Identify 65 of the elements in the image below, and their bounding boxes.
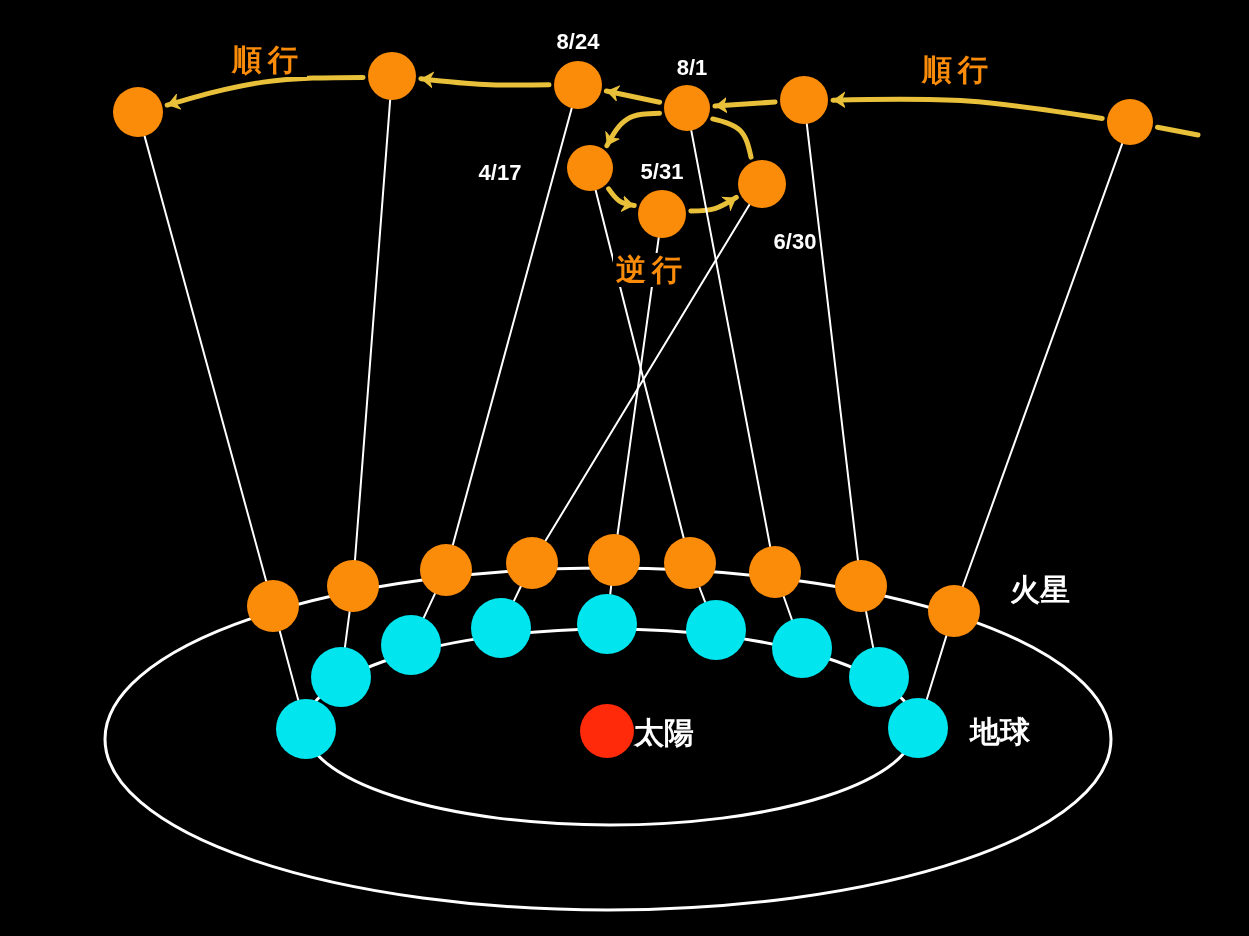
arrow	[688, 194, 739, 214]
earth-circle	[311, 647, 371, 707]
line	[343, 610, 351, 649]
line	[451, 107, 573, 546]
line	[609, 584, 613, 596]
mars-circle	[664, 85, 710, 131]
earth-circle	[772, 618, 832, 678]
line	[422, 592, 436, 619]
mars-circle	[664, 537, 716, 589]
line	[354, 98, 392, 562]
arrow	[712, 96, 778, 115]
arrow	[606, 186, 637, 213]
earth-circle	[849, 647, 909, 707]
line	[278, 630, 300, 702]
line	[925, 634, 948, 701]
line	[1155, 124, 1201, 138]
date-label: 5/31	[640, 161, 684, 183]
body-label: 太陽	[634, 718, 694, 748]
line	[690, 129, 772, 548]
arrow	[418, 71, 552, 90]
earth-circle	[276, 699, 336, 759]
line	[865, 610, 875, 649]
line	[805, 122, 859, 562]
body-label: 火星	[1007, 573, 1073, 607]
mars-circle	[588, 534, 640, 586]
earth-circle	[471, 598, 531, 658]
mars-circle	[738, 160, 786, 208]
earth-circle	[888, 698, 948, 758]
arrow	[164, 74, 366, 111]
line	[143, 135, 268, 582]
mars-circle	[638, 190, 686, 238]
line	[594, 189, 685, 539]
line	[961, 142, 1124, 588]
line	[710, 116, 754, 160]
line	[782, 595, 793, 621]
date-label: 4/17	[478, 162, 522, 184]
motion-label: 順行	[229, 43, 307, 77]
mars-circle	[567, 145, 613, 191]
date-label: 8/24	[556, 31, 600, 53]
line	[512, 585, 522, 602]
arrow	[830, 90, 1105, 121]
mars-circle	[420, 544, 472, 596]
line	[698, 586, 707, 604]
date-label: 8/1	[676, 57, 708, 79]
body-label: 地球	[967, 715, 1033, 749]
mars-circle	[506, 537, 558, 589]
arrow	[604, 110, 662, 149]
mars-circle	[749, 546, 801, 598]
date-label: 6/30	[773, 231, 817, 253]
mars-circle	[928, 585, 980, 637]
mars-circle	[835, 560, 887, 612]
line	[616, 236, 660, 536]
earth-circle	[686, 600, 746, 660]
line	[544, 203, 751, 542]
mars-circle	[1107, 99, 1153, 145]
mars-circle	[327, 560, 379, 612]
mars-circle	[368, 52, 416, 100]
earth-circle	[381, 615, 441, 675]
mars-circle	[247, 580, 299, 632]
mars-circle	[780, 76, 828, 124]
mars-circle	[554, 61, 602, 109]
mars-circle	[113, 87, 163, 137]
arrow	[603, 84, 663, 105]
earth-circle	[577, 594, 637, 654]
sun-circle	[580, 704, 634, 758]
